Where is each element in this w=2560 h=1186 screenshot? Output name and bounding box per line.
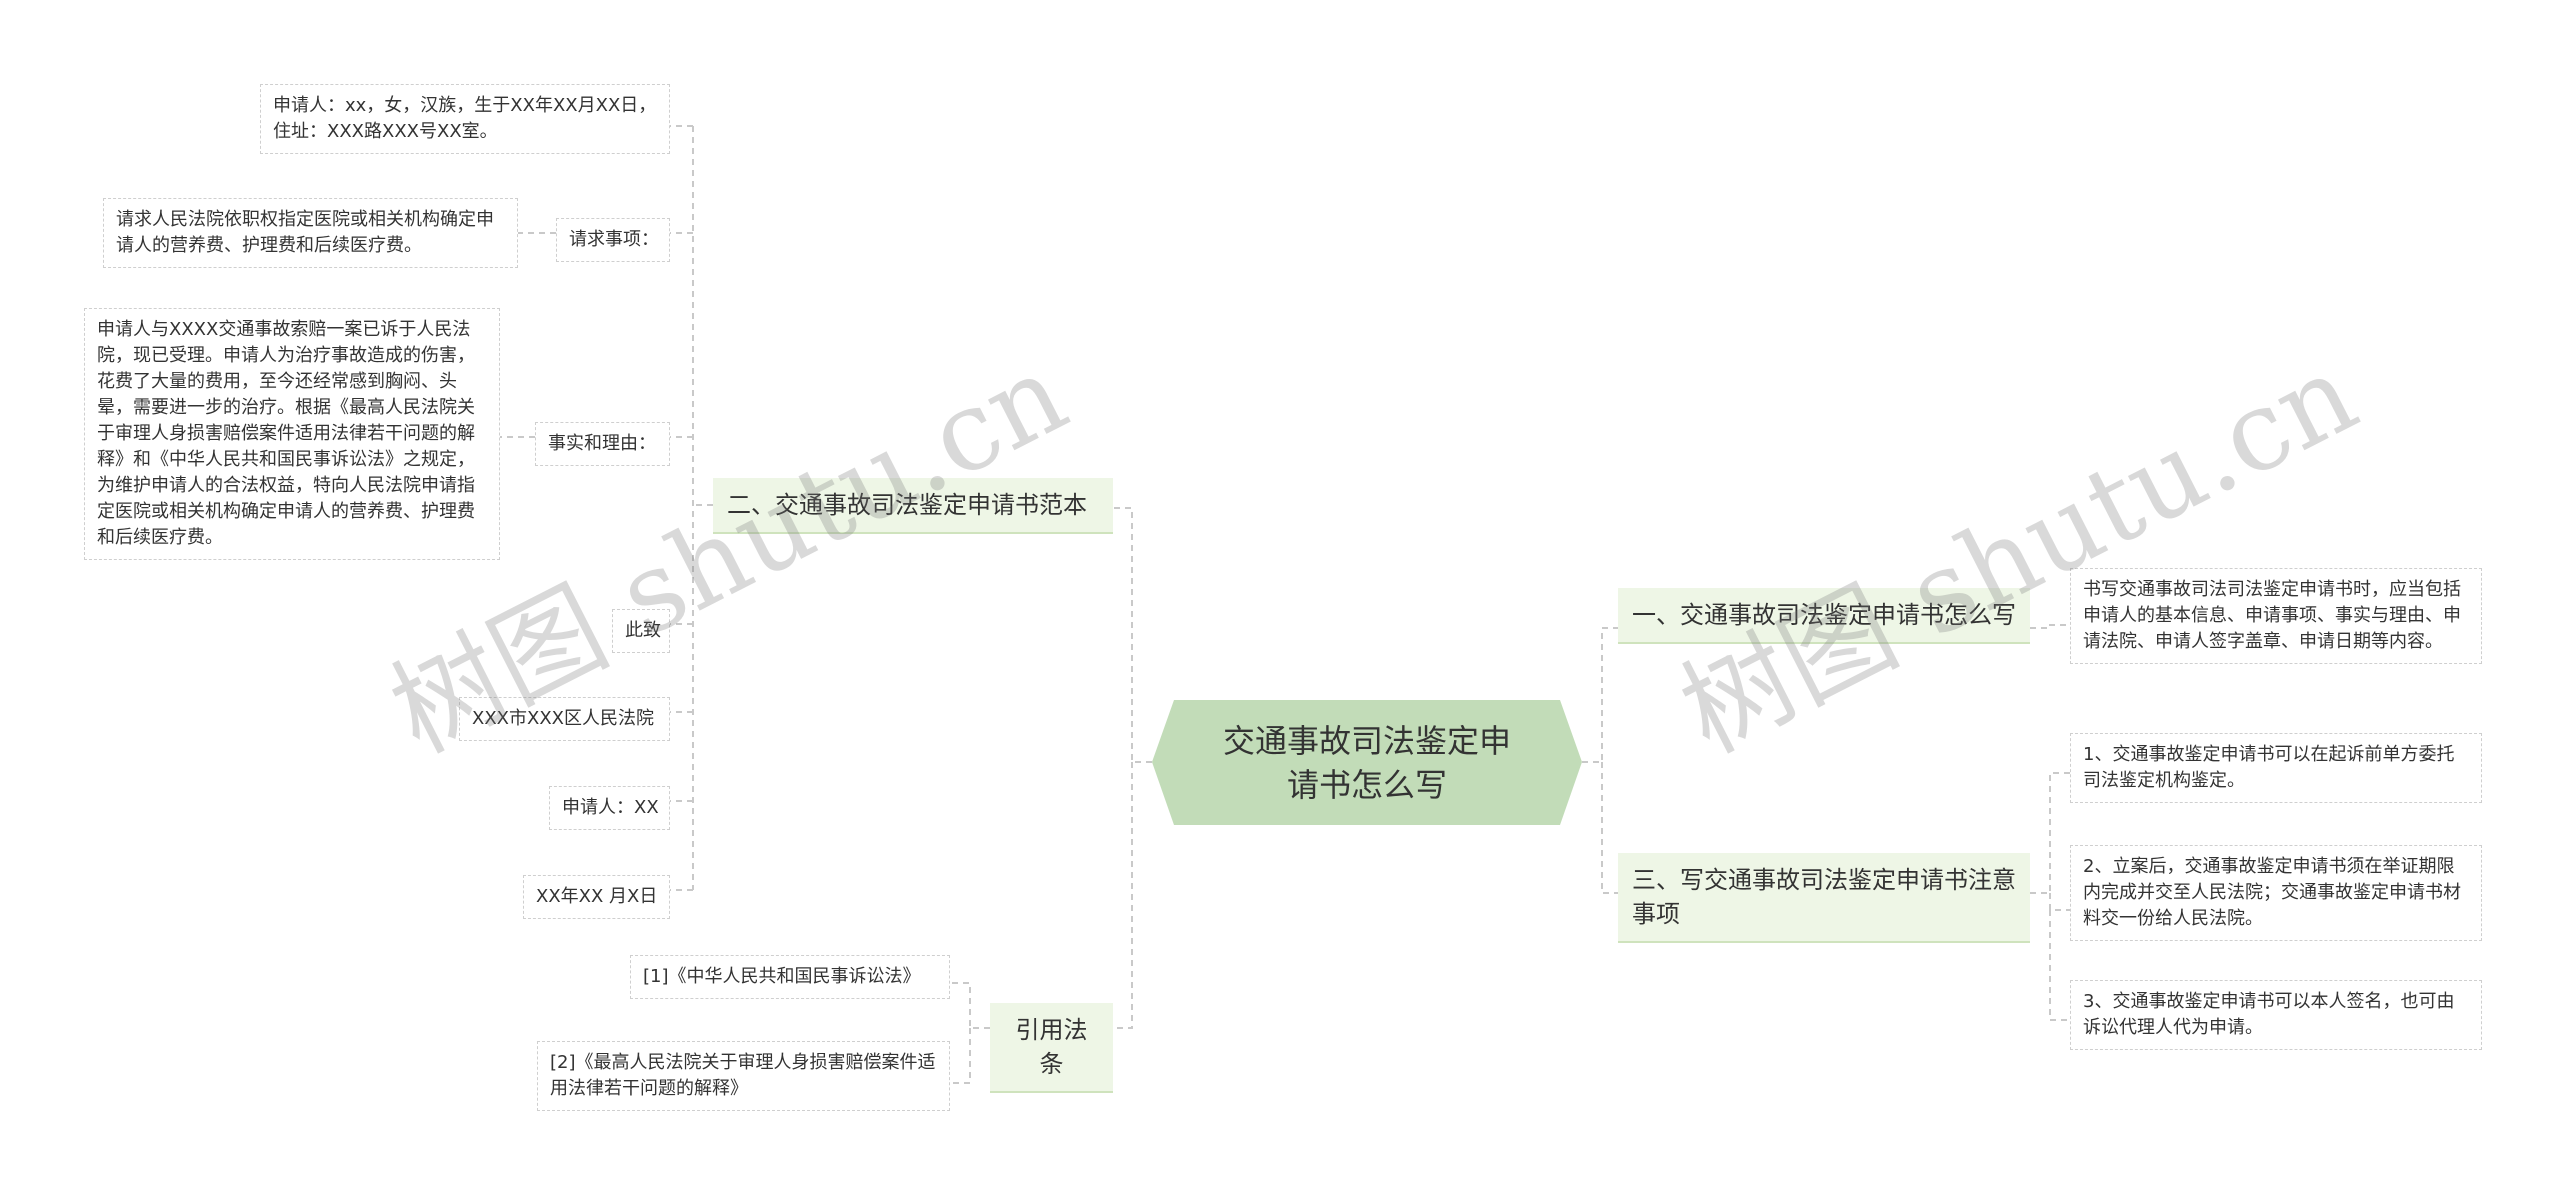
branch-laws[interactable]: 引用法条	[990, 1003, 1113, 1093]
note-item-3[interactable]: 3、交通事故鉴定申请书可以本人签名，也可由诉讼代理人代为申请。	[2070, 980, 2482, 1050]
leaf-date[interactable]: XX年XX 月X日	[523, 875, 670, 919]
branch-how-to-write[interactable]: 一、交通事故司法鉴定申请书怎么写	[1618, 588, 2030, 644]
branch-sample[interactable]: 二、交通事故司法鉴定申请书范本	[713, 478, 1113, 534]
label-request[interactable]: 请求事项：	[556, 218, 670, 262]
root-topic[interactable]: 交通事故司法鉴定申请书怎么写	[1152, 700, 1582, 825]
law-item-2[interactable]: [2]《最高人民法院关于审理人身损害赔偿案件适用法律若干问题的解释》	[537, 1041, 950, 1111]
leaf-how-text[interactable]: 书写交通事故司法司法鉴定申请书时，应当包括申请人的基本信息、申请事项、事实与理由…	[2070, 568, 2482, 664]
leaf-court[interactable]: XXX市XXX区人民法院	[459, 697, 670, 741]
note-item-1[interactable]: 1、交通事故鉴定申请书可以在起诉前单方委托司法鉴定机构鉴定。	[2070, 733, 2482, 803]
root-hexagon-shape	[1152, 700, 1582, 825]
root-title: 交通事故司法鉴定申请书怎么写	[1222, 721, 1511, 804]
leaf-request-text[interactable]: 请求人民法院依职权指定医院或相关机构确定申请人的营养费、护理费和后续医疗费。	[103, 198, 518, 268]
law-item-1[interactable]: [1]《中华人民共和国民事诉讼法》	[630, 955, 950, 999]
label-facts[interactable]: 事实和理由：	[535, 422, 670, 466]
leaf-applicant-info[interactable]: 申请人：xx，女，汉族，生于XX年XX月XX日，住址：XXX路XXX号XX室。	[260, 84, 670, 154]
leaf-salute[interactable]: 此致	[612, 609, 670, 653]
note-item-2[interactable]: 2、立案后，交通事故鉴定申请书须在举证期限内完成并交至人民法院；交通事故鉴定申请…	[2070, 845, 2482, 941]
leaf-facts-text[interactable]: 申请人与XXXX交通事故索赔一案已诉于人民法院，现已受理。申请人为治疗事故造成的…	[84, 308, 500, 560]
branch-notes[interactable]: 三、写交通事故司法鉴定申请书注意事项	[1618, 853, 2030, 943]
leaf-signer[interactable]: 申请人：XX	[549, 786, 670, 830]
